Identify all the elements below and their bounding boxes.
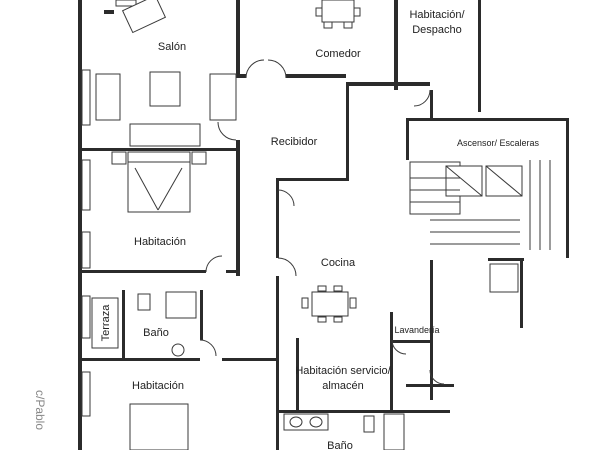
bed-2	[129, 403, 189, 450]
windows	[81, 0, 137, 417]
label-lavanderia: Lavandería	[394, 325, 439, 335]
doors	[199, 59, 445, 385]
label-recibidor: Recibidor	[271, 136, 318, 148]
street-label: c/Pablo	[33, 390, 47, 430]
outer-walls	[78, 0, 569, 450]
label-terraza: Terraza	[100, 304, 112, 342]
label-salon: Salón	[158, 41, 186, 53]
label-comedor: Comedor	[315, 48, 361, 60]
comedor-furniture	[315, 0, 361, 29]
terraza-box	[91, 297, 119, 349]
salon-furniture	[95, 0, 237, 147]
label-servicio-2: almacén	[322, 380, 364, 392]
label-habitacion-2: Habitación	[132, 380, 184, 392]
label-servicio-1: Habitación servicio/	[295, 365, 391, 377]
bano-2-fixtures	[283, 413, 405, 450]
label-habitacion-1: Habitación	[134, 236, 186, 248]
label-despacho-2: Despacho	[412, 24, 462, 36]
label-bano-1: Baño	[143, 327, 169, 339]
label-cocina: Cocina	[321, 257, 356, 269]
cocina-table	[301, 285, 357, 323]
label-escaleras: Ascensor/ Escaleras	[457, 138, 540, 148]
label-bano-2: Baño	[327, 440, 353, 450]
bed-1	[111, 151, 207, 213]
stairs-elevator	[409, 160, 551, 293]
bano-1-fixtures	[137, 291, 197, 357]
label-despacho-1: Habitación/	[409, 9, 465, 21]
